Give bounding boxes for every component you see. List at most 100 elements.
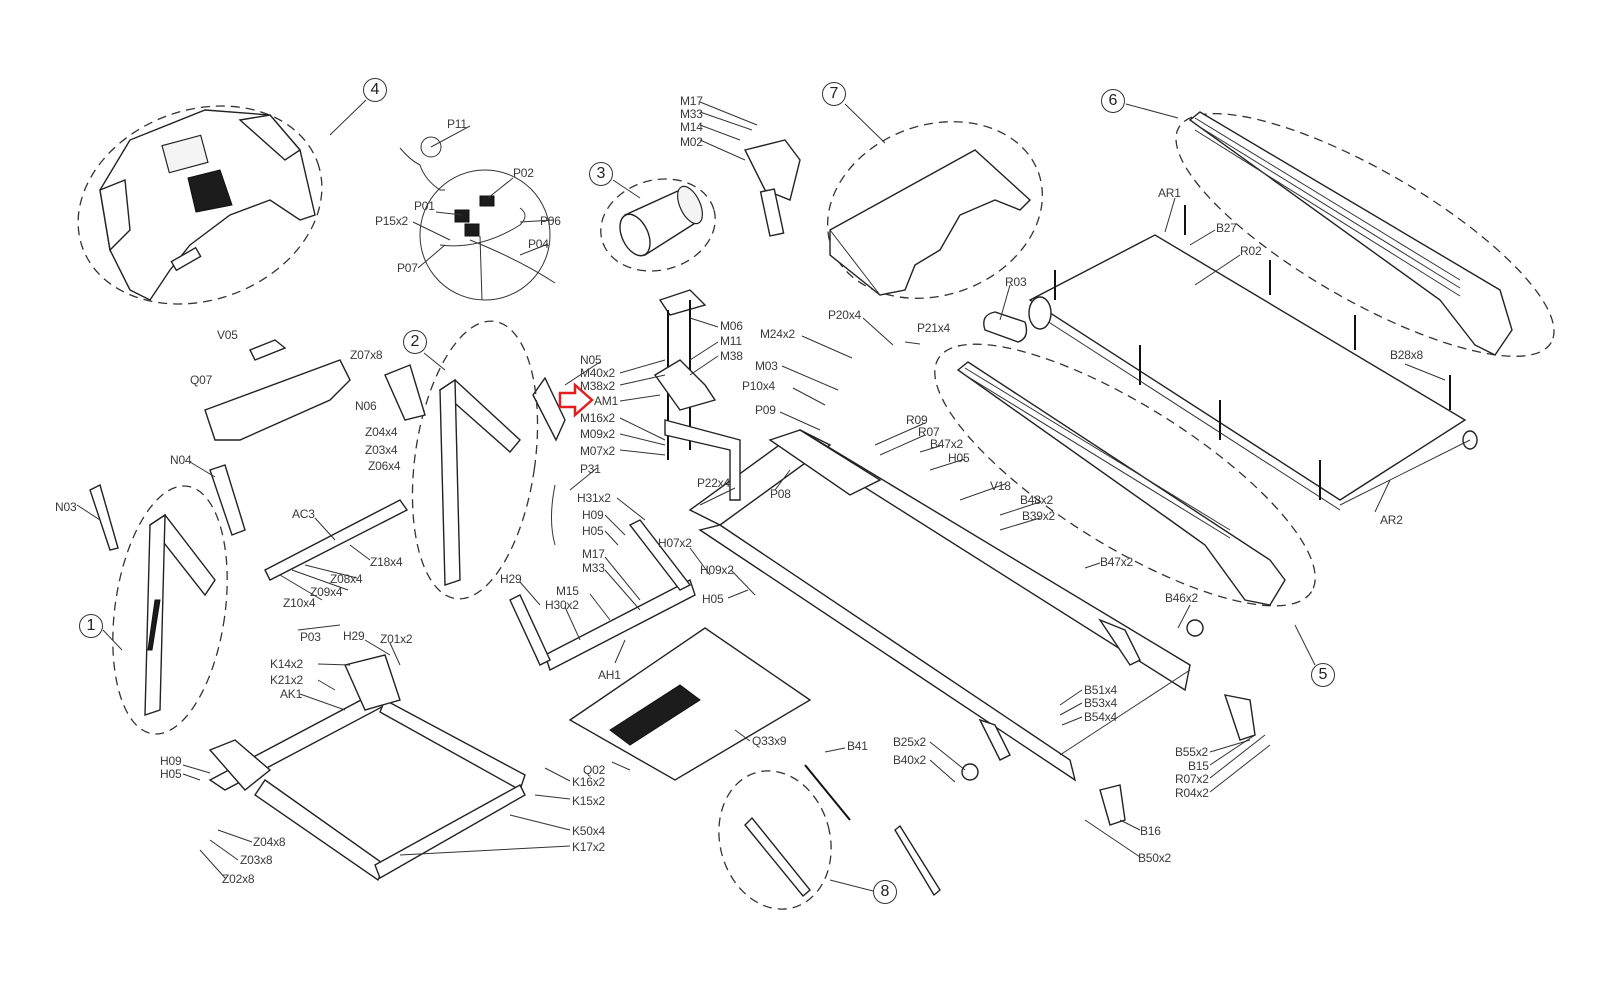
- part-label: H29: [343, 629, 365, 643]
- part-label: M15: [556, 584, 579, 598]
- part-label: H05: [948, 451, 970, 465]
- part-label: M02: [680, 135, 703, 149]
- part-label: P15x2: [375, 214, 409, 228]
- part-label: V18: [990, 479, 1011, 493]
- bracket-n05: [532, 376, 566, 442]
- right-upright: [438, 378, 521, 586]
- part-label: Q33x9: [752, 734, 787, 748]
- part-label: B25x2: [893, 735, 927, 749]
- part-label: AK1: [280, 687, 303, 701]
- group-badge-2: 2: [403, 330, 427, 354]
- part-label: R04x2: [1175, 786, 1209, 800]
- deck-bolts: [1054, 205, 1451, 500]
- part-label: Z07x8: [350, 348, 383, 362]
- part-label: Z10x4: [283, 596, 316, 610]
- group-badge-8: 8: [873, 880, 897, 904]
- part-label: Z06x4: [368, 459, 401, 473]
- part-label: H29: [500, 572, 522, 586]
- part-label: B15: [1188, 759, 1209, 773]
- part-label: P03: [300, 630, 321, 644]
- part-label: P06: [540, 214, 561, 228]
- rear-brackets: [961, 619, 1256, 826]
- running-deck: [983, 234, 1478, 511]
- group-badge-7: 7: [822, 82, 846, 106]
- part-label: Z04x4: [365, 425, 398, 439]
- part-label: B55x2: [1175, 745, 1209, 759]
- part-label: P22x4: [697, 476, 731, 490]
- part-label: M24x2: [760, 327, 796, 341]
- part-label: M17: [680, 94, 703, 108]
- group-8-outline: [718, 770, 832, 910]
- accessory-tray: [204, 339, 351, 441]
- incline-shock: [744, 816, 811, 897]
- part-label: K14x2: [270, 657, 304, 671]
- bracket-n03: [89, 483, 119, 551]
- bracket-n04: [209, 464, 246, 536]
- left-side-rail: [956, 361, 1286, 606]
- group-badge-4: 4: [363, 78, 387, 102]
- part-label: R07x2: [1175, 772, 1209, 786]
- part-label: P08: [770, 487, 791, 501]
- part-label: AR2: [1380, 513, 1403, 527]
- part-label: K21x2: [270, 673, 304, 687]
- part-label: B54x4: [1084, 710, 1118, 724]
- highlight-arrow-icon: [558, 382, 594, 418]
- part-label: P11: [447, 117, 467, 131]
- group-badge-5: 5: [1311, 663, 1335, 687]
- part-label: M07x2: [580, 444, 616, 458]
- part-label: H09: [160, 754, 182, 768]
- part-label: N03: [55, 500, 77, 514]
- part-label: M33: [680, 107, 703, 121]
- group-6-outline: [1175, 113, 1555, 357]
- part-label: K16x2: [572, 775, 606, 789]
- incline-motor: [699, 101, 801, 237]
- motor-base-q02: [568, 627, 812, 781]
- part-label: AH1: [598, 668, 621, 682]
- part-label: Q02: [583, 763, 606, 777]
- part-label: Z03x4: [365, 443, 398, 457]
- right-side-rail: [1188, 111, 1513, 356]
- group-4-outline: [77, 105, 323, 305]
- part-label: M03: [755, 359, 778, 373]
- part-label: H07x2: [658, 536, 692, 550]
- part-label: R07: [918, 425, 940, 439]
- part-label: M38: [720, 349, 743, 363]
- part-label: P20x4: [828, 308, 862, 322]
- part-label: R02: [1240, 244, 1262, 258]
- drive-motor: [619, 185, 703, 257]
- part-label: P21x4: [917, 321, 951, 335]
- part-label: K17x2: [572, 840, 606, 854]
- wiring-harness: [399, 136, 556, 301]
- part-label: M14: [680, 120, 703, 134]
- part-label: H05: [702, 592, 724, 606]
- part-label: R03: [1005, 275, 1027, 289]
- wiring-group-outline: [419, 169, 551, 301]
- part-label: H05: [582, 524, 604, 538]
- group-2-outline: [411, 320, 539, 600]
- part-label: K15x2: [572, 794, 606, 808]
- part-label: Z18x4: [370, 555, 403, 569]
- group-badge-3: 3: [589, 162, 613, 186]
- part-label: M06: [720, 319, 743, 333]
- part-label: P01: [414, 199, 435, 213]
- part-label: M16x2: [580, 411, 616, 425]
- part-label: H09: [582, 508, 604, 522]
- part-label: M17: [582, 547, 605, 561]
- motor-hood: [829, 149, 1032, 296]
- part-label-highlighted: AM1: [594, 394, 619, 408]
- group-5-outline: [934, 343, 1316, 607]
- part-label: M11: [720, 334, 742, 348]
- console-assembly: [99, 109, 316, 301]
- handlebar-bracket-n06: [384, 364, 426, 421]
- bolt-b41: [804, 764, 851, 821]
- motor-frame-ah1: [509, 484, 696, 671]
- part-label: B47x2: [1100, 555, 1134, 569]
- part-label: B53x4: [1084, 696, 1118, 710]
- part-label: Z01x2: [380, 632, 413, 646]
- part-label: B27: [1216, 221, 1237, 235]
- part-label: H09x2: [700, 563, 734, 577]
- part-label: B46x2: [1165, 591, 1199, 605]
- part-label: Z04x8: [253, 835, 286, 849]
